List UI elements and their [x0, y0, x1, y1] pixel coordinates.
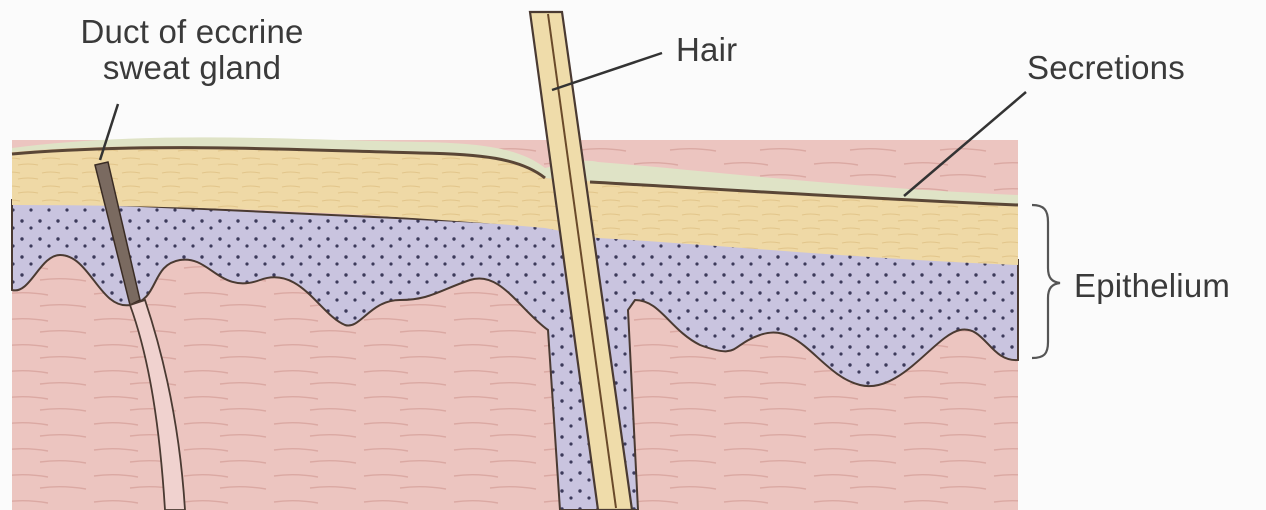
secretions-label: Secretions	[1027, 50, 1185, 86]
epithelium-bracket	[1032, 205, 1060, 358]
duct-of-eccrine-sweat-gland-label: Duct of eccrine sweat gland	[58, 14, 326, 86]
duct-label-line1: Duct of eccrine	[58, 14, 326, 50]
duct-label-line2: sweat gland	[58, 50, 326, 86]
epithelium-label: Epithelium	[1074, 268, 1230, 304]
hair-label: Hair	[676, 32, 737, 68]
